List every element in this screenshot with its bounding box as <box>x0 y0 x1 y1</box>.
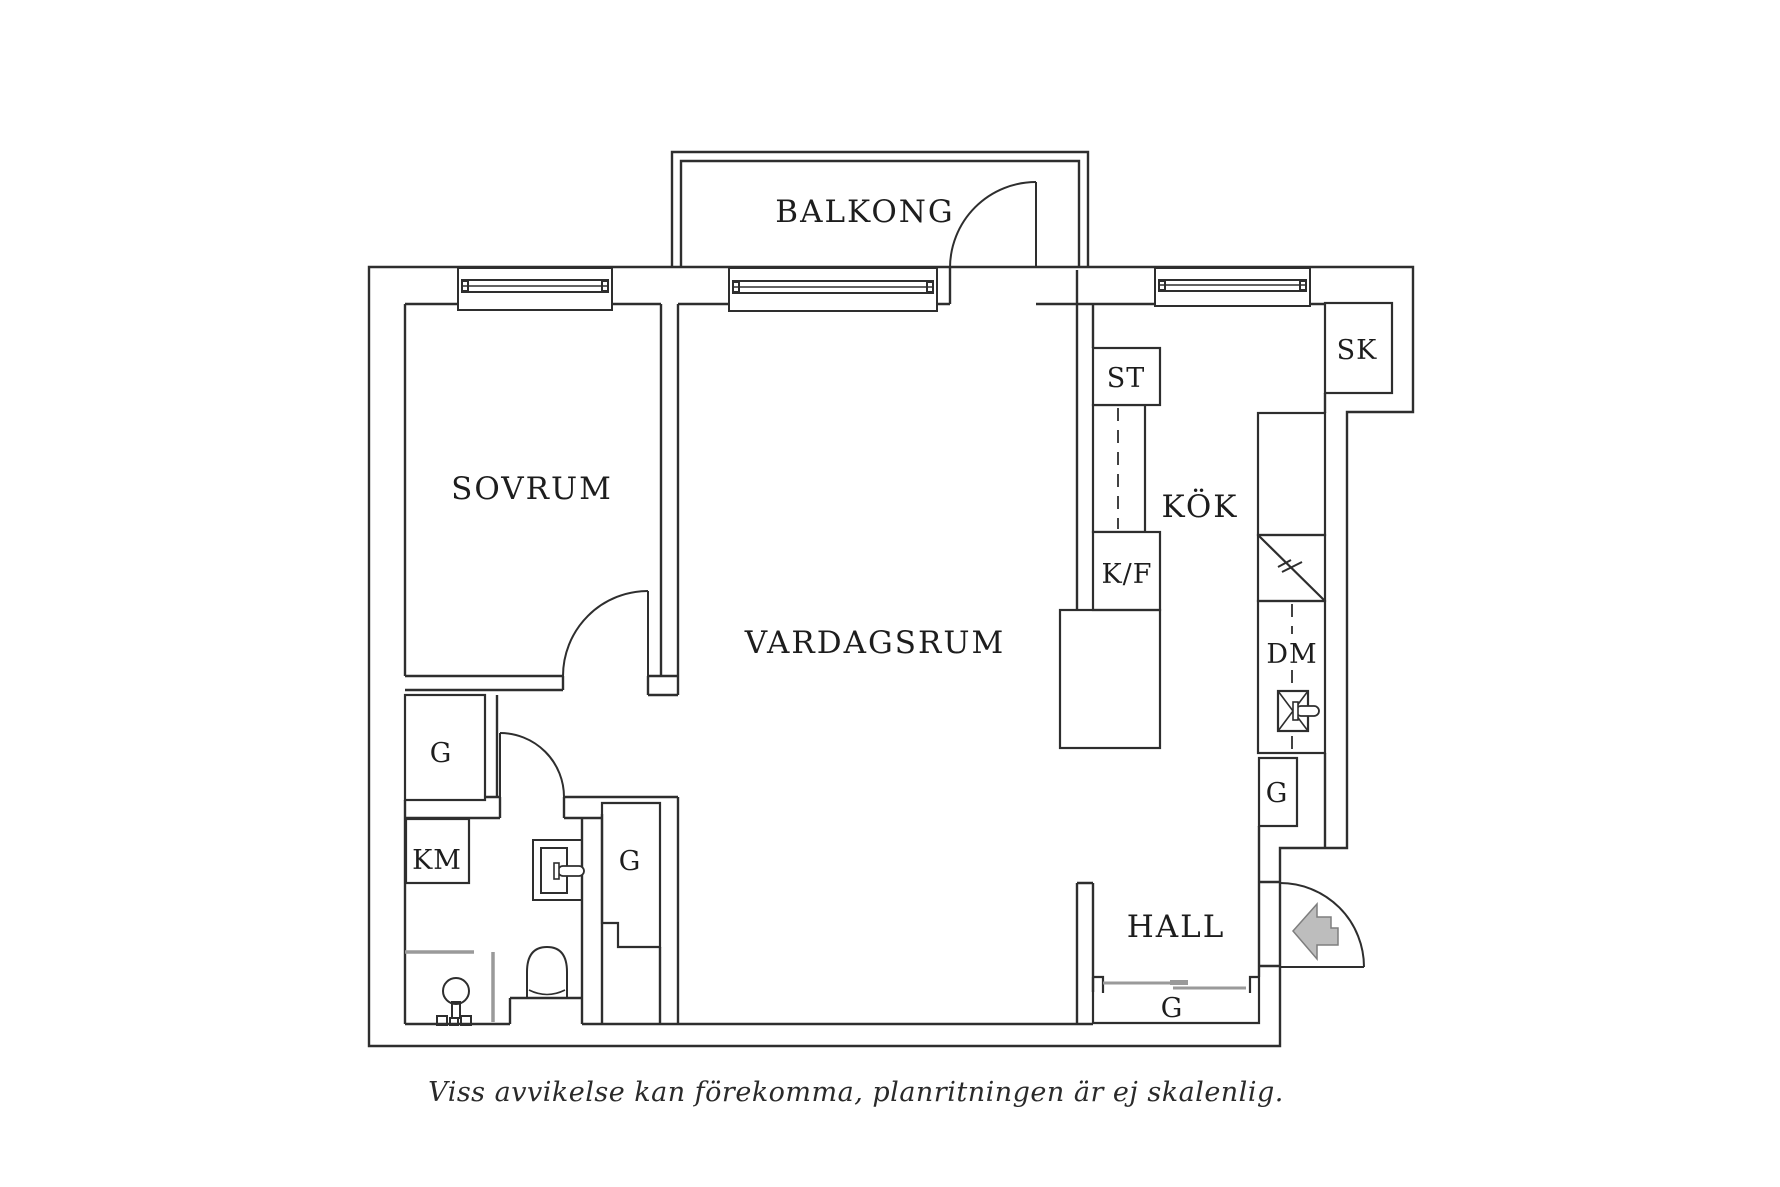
washing-machine-box <box>404 817 471 885</box>
bedroom-bottom-wall <box>405 674 565 692</box>
sliding-door-overlap <box>1170 980 1188 985</box>
hallway-closet-box <box>1323 301 1394 395</box>
bedroom-door <box>562 590 649 677</box>
kitchen-window <box>1154 267 1311 307</box>
label-washing-machine: KM <box>412 845 462 876</box>
balcony-outer-rail <box>670 150 1090 267</box>
inner-wall-top <box>405 268 1325 306</box>
oven-cabinet-box <box>1256 533 1327 603</box>
bedroom-right-wall <box>646 304 680 697</box>
bedroom-window <box>457 267 613 311</box>
room-label-kitchen: KÖK <box>1162 487 1239 525</box>
disclaimer-caption: Viss avvikelse kan förekomma, planritnin… <box>428 1077 1284 1108</box>
bedroom-door-arc <box>562 590 649 677</box>
labels: BALKONG SOVRUM VARDAGSRUM KÖK HALL ST K/… <box>412 194 1378 1108</box>
label-wardrobe-tall: G <box>619 846 642 877</box>
label-fridge-freezer: K/F <box>1101 559 1152 590</box>
nook-wardrobe-box <box>403 693 487 802</box>
bathroom-east-wall <box>564 795 680 1024</box>
balcony <box>670 150 1090 267</box>
room-label-bedroom: SOVRUM <box>451 471 613 507</box>
entrance-door <box>1279 882 1365 968</box>
label-wardrobe-nook: G <box>430 738 453 769</box>
label-dishwasher: DM <box>1266 639 1317 670</box>
balcony-door-arc <box>949 181 1037 269</box>
inner-wall-bottom <box>405 996 1093 1026</box>
kitchen-counter-dashline-area <box>1091 403 1147 534</box>
bathroom-sink-icon <box>532 839 585 901</box>
entrance-door-arc <box>1279 882 1365 968</box>
bathroom-fixtures <box>405 839 585 1026</box>
entrance-arrow-icon <box>1292 902 1339 962</box>
toilet-icon <box>526 945 568 998</box>
hall-west-wall <box>1075 881 1095 1024</box>
closets <box>403 693 1261 1025</box>
dishwasher-unit <box>1256 599 1327 755</box>
kitchen-west-wall <box>1075 270 1095 610</box>
balcony-inner-rail <box>679 159 1081 267</box>
room-label-balcony: BALKONG <box>775 194 954 230</box>
shower-icon <box>405 950 495 1026</box>
hall-wardrobe <box>1091 975 1261 1025</box>
kitchen-fixtures <box>1058 301 1394 828</box>
label-wardrobe-kitchen: G <box>1266 778 1289 809</box>
bathroom-door <box>499 732 565 798</box>
doors <box>499 181 1365 968</box>
room-label-hall: HALL <box>1127 909 1226 945</box>
inner-wall-right <box>1257 393 1327 977</box>
label-hallway-closet: SK <box>1337 335 1378 366</box>
outer-wall <box>367 265 1415 1048</box>
label-wardrobe-hall: G <box>1161 993 1184 1024</box>
tall-cabinet-box <box>1256 411 1327 537</box>
livingroom-window <box>728 267 938 312</box>
cleaning-closet-box <box>1091 346 1162 407</box>
bathroom-door-arc <box>499 732 565 798</box>
label-cleaning-closet: ST <box>1107 363 1146 394</box>
balcony-door <box>949 181 1037 269</box>
kitchen-wardrobe-box <box>1257 756 1299 828</box>
windows <box>457 267 1311 312</box>
room-label-livingroom: VARDAGSRUM <box>744 625 1005 661</box>
kitchen-island-box <box>1058 608 1162 750</box>
tall-wardrobe-box <box>600 801 662 949</box>
kitchen-sink-icon <box>1276 689 1320 733</box>
